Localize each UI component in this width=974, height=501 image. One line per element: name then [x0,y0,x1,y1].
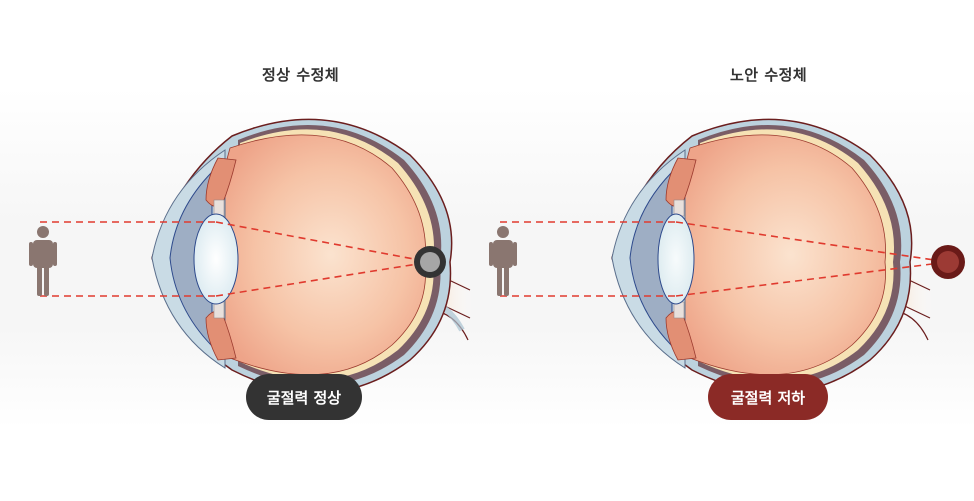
panel-title: 노안 수정체 [730,66,808,84]
panel-presbyopia-lens: 노안 수정체 [460,0,965,501]
eye-diagram [489,118,965,394]
focus-point-icon [931,245,965,279]
refraction-badge: 굴절력 저하 [708,374,828,420]
refraction-badge: 굴절력 정상 [246,374,362,420]
person-icon [489,226,517,296]
panel-title: 정상 수정체 [262,66,340,84]
person-icon [29,226,57,296]
focus-point-icon [414,246,446,278]
panel-normal-lens: 정상 수정체 [29,66,475,420]
eye-diagram [29,118,475,394]
